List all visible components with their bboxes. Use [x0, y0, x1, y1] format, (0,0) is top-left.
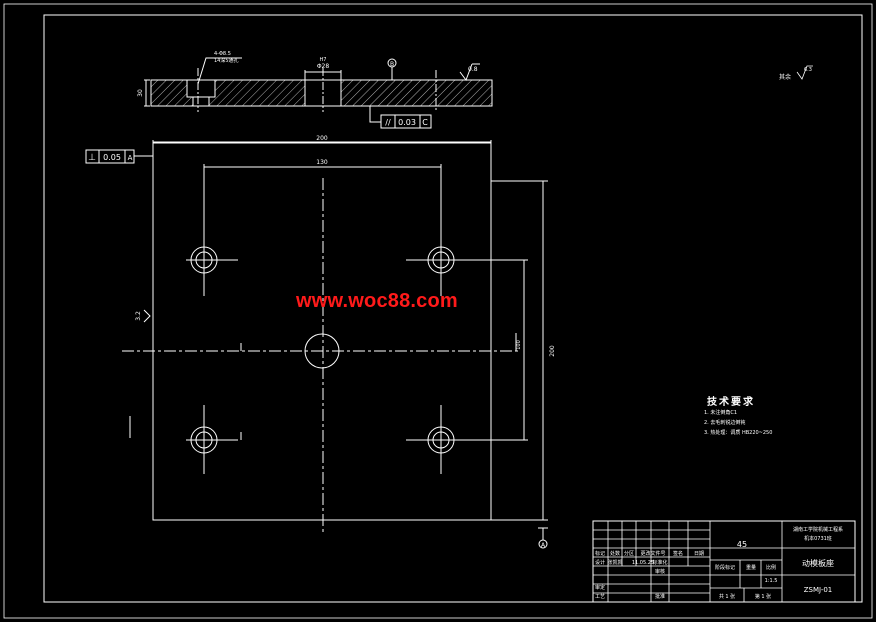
check-label: 审定 [595, 584, 605, 591]
datum-b-label: B [390, 61, 394, 68]
col-header-zone: 分区 [624, 550, 634, 557]
col-header-sign: 签名 [673, 550, 683, 557]
parallel-datum: C [422, 118, 428, 127]
dim-thickness: 30 [137, 89, 144, 97]
roughness-other-symbol [796, 65, 813, 80]
center-bore-dim: Φ28 [317, 63, 330, 70]
parallel-symbol: // [385, 118, 391, 127]
part-name: 动模板座 [802, 558, 834, 568]
inner-border [43, 14, 863, 603]
sheets-total: 共 1 张 [719, 593, 735, 600]
perp-symbol: ⊥ [88, 153, 96, 163]
perp-datum: A [128, 154, 133, 162]
outer-border [3, 3, 873, 619]
class-name: 机本0731班 [804, 535, 832, 542]
school-name: 湖南工学院机械工程系 [793, 526, 843, 533]
tech-requirement-1: 1. 未注倒角C1 [704, 410, 738, 416]
center-bore-sub: H7 [320, 57, 327, 63]
perp-value: 0.05 [103, 153, 121, 162]
material-value: 45 [737, 540, 747, 549]
hole-bl [186, 405, 238, 474]
scale-label: 比例 [766, 564, 776, 571]
col-header-change: 更改文件号 [640, 550, 665, 557]
plan-view [85, 140, 548, 549]
parallel-value: 0.03 [398, 118, 416, 127]
hole-br [406, 405, 460, 474]
tech-requirements-title: 技术要求 [707, 397, 755, 408]
sheet-number: 第 1 张 [755, 593, 771, 600]
review-label: 审核 [655, 568, 665, 575]
dim-right-spacing: 100 [516, 340, 522, 350]
roughness-other-label: 其余 [779, 73, 791, 81]
designer-name: 张凯凯 [607, 559, 622, 566]
drawing-number: ZSMJ-01 [804, 586, 833, 594]
approve-label: 批准 [655, 593, 665, 600]
hole-tl [186, 243, 238, 296]
hole-spec-line1: 4-Φ8.5 [214, 51, 231, 57]
tech-requirement-3: 3. 热处理：调质 HB220~250 [704, 430, 773, 436]
dim-height: 200 [549, 345, 556, 357]
hole-tr [406, 243, 460, 296]
design-label: 设计 [595, 559, 605, 566]
title-block-grid [592, 520, 856, 603]
tech-requirements: 技术要求 1. 未注倒角C1 2. 去毛刺锐边倒钝 3. 热处理：调质 HB22… [704, 393, 772, 438]
datum-a-label: A [541, 542, 546, 549]
hole-spec-line2: 14深5通孔 [214, 57, 239, 64]
weight-label: 重量 [746, 564, 756, 571]
title-block-text: 标记 处数 分区 更改文件号 签名 日期 设计 张凯凯 11.05.25 标准化… [595, 526, 843, 600]
roughness-other-value: 6.3 [804, 67, 812, 73]
roughness-top: 0.8 [468, 66, 478, 73]
col-header-date: 日期 [694, 551, 704, 557]
design-date: 11.05.25 [632, 560, 654, 566]
dim-width: 200 [316, 135, 328, 142]
col-header-count: 处数 [610, 550, 620, 557]
watermark: www.woc88.com [296, 290, 458, 312]
roughness-left: 3.2 [135, 311, 142, 321]
scale-value: 1:1.5 [765, 578, 778, 584]
section-view [144, 57, 493, 129]
standardization-label: 标准化 [652, 559, 667, 566]
dim-hole-spacing: 130 [316, 159, 328, 166]
process-label: 工艺 [595, 594, 605, 600]
stage-label: 阶段标记 [715, 564, 735, 571]
tech-requirement-2: 2. 去毛刺锐边倒钝 [704, 420, 746, 426]
col-header-mark: 标记 [595, 550, 605, 557]
